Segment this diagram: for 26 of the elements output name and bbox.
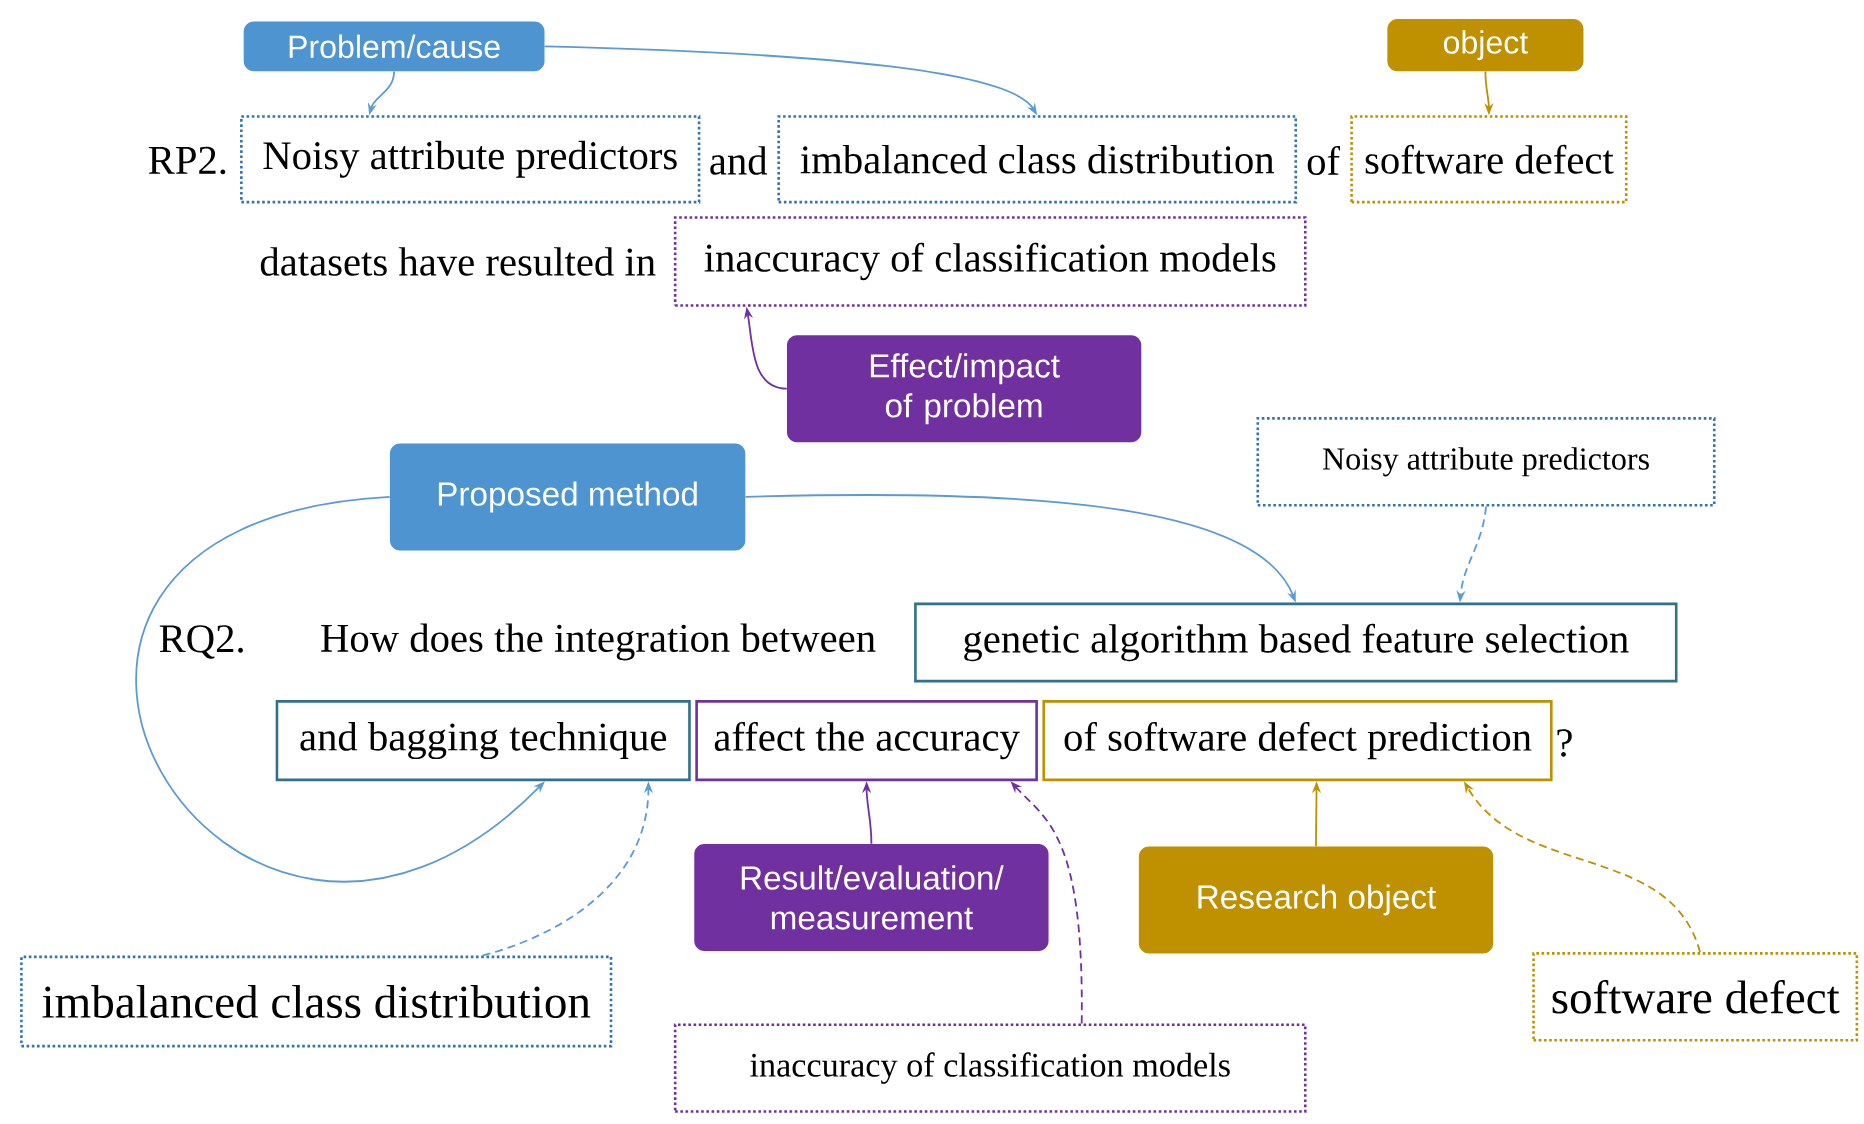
outlined-box: genetic algorithm based feature selection (914, 602, 1678, 683)
sentence-text: datasets have resulted in (260, 247, 656, 276)
label-box: Research object (1138, 846, 1494, 954)
sentence-text: How does the integration between (321, 623, 876, 661)
sentence-text: of (1307, 146, 1341, 175)
dotted-box: imbalanced class distribution (20, 955, 613, 1048)
dotted-box: Noisy attribute predictors (1256, 417, 1716, 507)
sentence-text: ? (1557, 729, 1572, 757)
outlined-box: of software defect prediction (1042, 700, 1553, 782)
label-box: Effect/impact of problem (786, 335, 1142, 443)
sentence-text: RP2. (148, 146, 226, 175)
outlined-box: and bagging technique (275, 700, 691, 782)
dotted-box: inaccuracy of classification models (673, 216, 1307, 307)
label-box: Result/evaluation/ measurement (694, 844, 1049, 951)
dotted-box: Noisy attribute predictors (240, 115, 701, 204)
dotted-box: imbalanced class distribution (777, 115, 1298, 204)
outlined-box: affect the accuracy (695, 700, 1038, 782)
dotted-box: inaccuracy of classification models (673, 1023, 1307, 1113)
sentence-text: RQ2. (159, 625, 243, 659)
label-box: Problem/cause (243, 21, 545, 72)
label-box: Proposed method (389, 443, 746, 551)
dotted-box: software defect (1350, 115, 1628, 204)
sentence-text: and (710, 146, 768, 175)
arrow (137, 496, 545, 881)
label-box: object (1387, 19, 1584, 72)
dotted-box: software defect (1532, 952, 1859, 1042)
